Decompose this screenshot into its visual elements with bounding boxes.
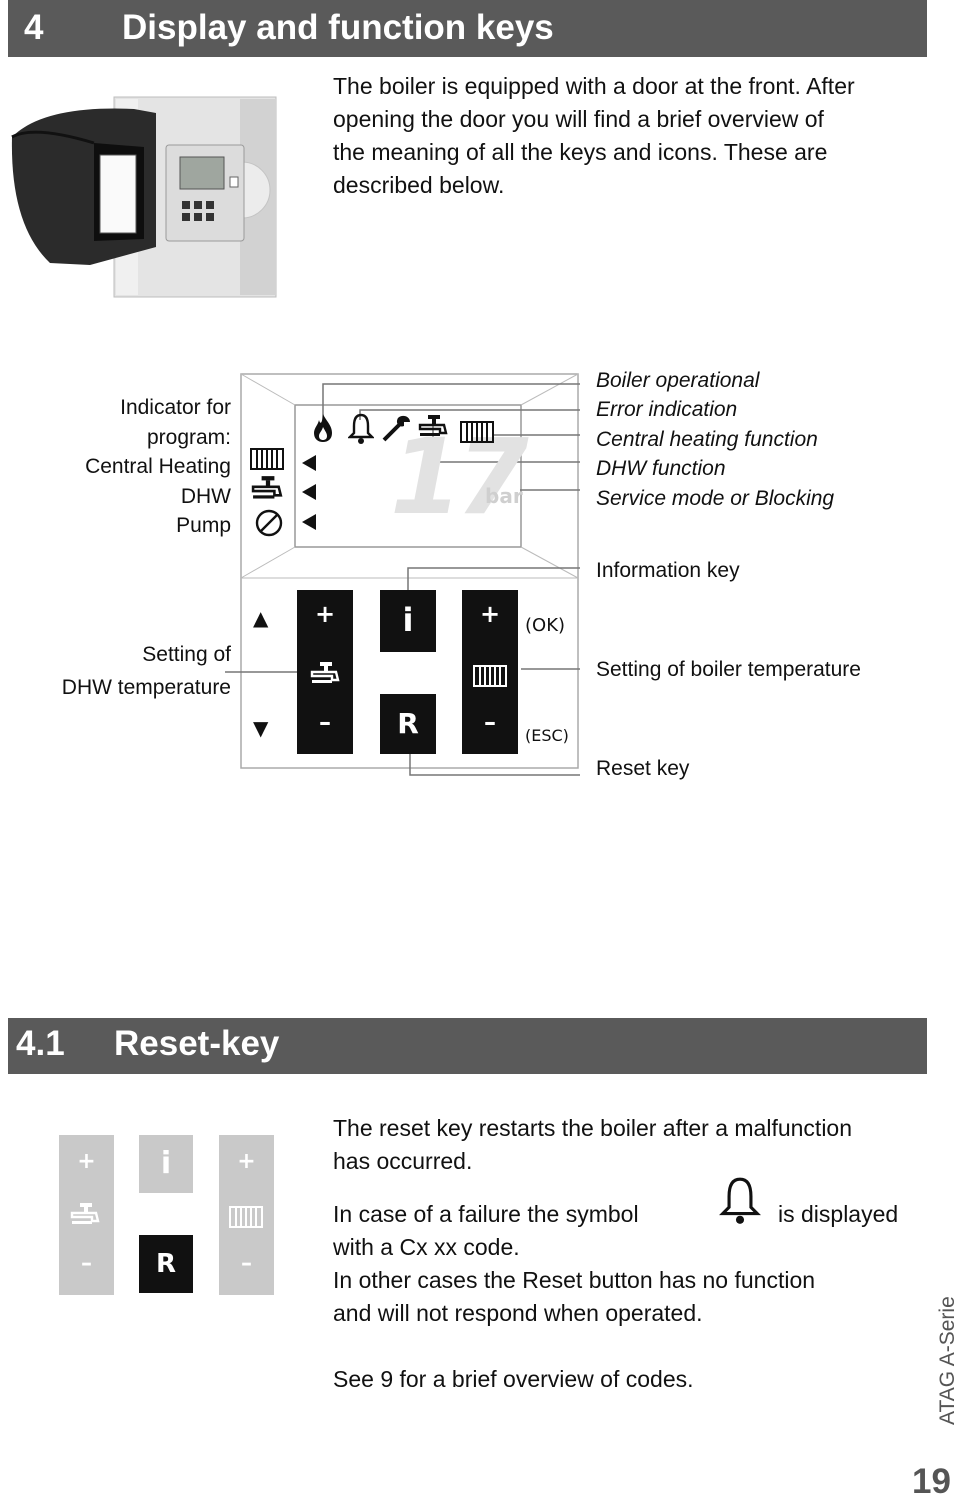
label-boiler-operational: Boiler operational [596,369,760,392]
intro-line: the meaning of all the keys and icons. T… [333,139,828,165]
label-error-indication: Error indication [596,398,738,421]
intro-line: The boiler is equipped with a door at th… [333,73,855,99]
reset-label: R [155,1249,177,1279]
display-digits: 17 [390,416,529,538]
label-reset-key: Reset key [596,757,690,780]
tap-icon [251,476,283,499]
radiator-icon [229,1206,263,1228]
minus-label: – [484,708,496,736]
failure-text: In case of a failure the symbol [333,1201,639,1227]
label-information-key: Information key [596,559,740,582]
dhw-temp-key[interactable]: + – [59,1135,114,1295]
codes-reference: See 9 for a brief overview of codes. [333,1366,694,1392]
label-line: DHW temperature [61,676,231,699]
information-key[interactable]: i [139,1135,193,1193]
section-title: Reset-key [114,1024,280,1063]
info-label: i [402,601,414,639]
display-unit: bar [485,484,523,508]
wrench-icon [382,415,410,442]
code-text: with a Cx xx code. [333,1234,520,1260]
radiator-icon [460,421,494,443]
up-arrow-icon: ▲ [253,606,269,630]
text-line: and will not respond when operated. [333,1300,703,1326]
series-label: ATAG A-Serie [936,1296,959,1425]
reset-label: R [397,707,419,740]
tap-icon [310,662,340,683]
radiator-icon [473,665,507,687]
displayed-text: is displayed [778,1201,899,1227]
tap-icon [70,1203,100,1224]
section-title: Display and function keys [122,8,554,47]
plus-label: + [237,1149,256,1174]
intro-line: described below. [333,172,505,198]
label-line: Setting of [142,643,231,666]
bell-icon [719,1177,761,1224]
text-line: has occurred. [333,1148,473,1174]
info-label: i [160,1146,172,1181]
label-line: DHW [180,484,231,508]
section-header: 4.1 Reset-key [8,1018,927,1074]
boiler-temp-key[interactable]: + – [462,590,518,754]
information-key[interactable]: i [380,590,436,652]
text-line: The reset key restarts the boiler after … [333,1115,853,1141]
label-dhw-function: DHW function [596,457,726,480]
label-line: Central Heating [85,455,231,478]
label-service-mode: Service mode or Blocking [596,487,835,510]
boiler-temp-key[interactable]: + – [219,1135,274,1295]
dhw-setting-label: Setting of DHW temperature [20,638,231,704]
section-number: 4.1 [16,1024,65,1063]
label-boiler-temp: Setting of boiler temperature [596,658,861,681]
minus-label: – [319,708,331,736]
radiator-icon [250,448,284,470]
label-line: Pump [176,514,231,537]
plus-label: + [314,600,336,628]
minus-label: – [241,1251,252,1276]
section-number: 4 [24,8,44,47]
program-indicator-label: Indicator for program: Central Heating D… [40,393,231,541]
intro-line: opening the door you will find a brief o… [333,106,824,132]
intro-paragraph: The boiler is equipped with a door at th… [333,70,933,202]
reset-paragraph-1: The reset key restarts the boiler after … [333,1112,933,1178]
plus-label: + [479,600,501,628]
reset-paragraph-3: In other cases the Reset button has no f… [333,1264,933,1330]
plus-label: + [77,1149,96,1174]
text-line: In other cases the Reset button has no f… [333,1267,816,1293]
boiler-door-photo [11,96,277,298]
label-line: program: [146,425,231,449]
label-central-heating: Central heating function [596,428,818,451]
bell-icon [348,413,374,444]
dhw-temp-key[interactable]: + – [297,590,353,754]
minus-label: – [81,1251,92,1276]
label-line: Indicator for [120,396,231,419]
flame-icon [314,414,332,442]
esc-label: (ESC) [525,726,569,745]
down-arrow-icon: ▼ [253,716,269,740]
pump-icon [255,509,283,537]
reset-key[interactable]: R [139,1235,193,1293]
tap-icon [418,415,448,436]
ok-label: (OK) [525,615,566,636]
page-number: 19 [912,1462,951,1501]
reset-key[interactable]: R [380,694,436,754]
section-header: 4 Display and function keys [8,0,927,57]
